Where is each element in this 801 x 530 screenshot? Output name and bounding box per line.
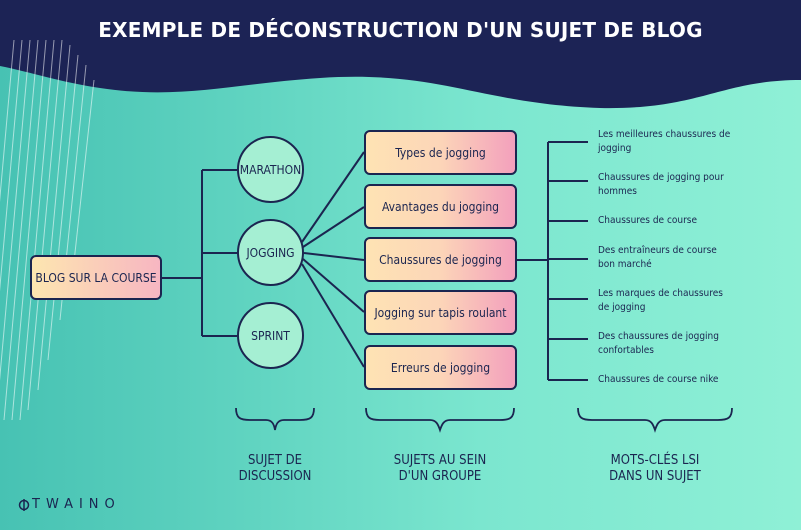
logo-text: TWAINO xyxy=(32,497,121,512)
keyword-item-5: Les marques de chaussures de jogging xyxy=(598,288,723,313)
topic-box-5: Erreurs de jogging xyxy=(364,345,517,390)
caption-keywords: MOTS-CLÉS LSI DANS UN SUJET xyxy=(585,453,725,485)
root-node: BLOG SUR LA COURSE xyxy=(30,255,162,300)
subject-node-sprint: SPRINT xyxy=(237,302,304,369)
twaino-logo: TWAINO xyxy=(18,497,121,512)
connector-topic-1 xyxy=(301,151,365,243)
connector-topic-4 xyxy=(302,258,365,313)
topic-box-2: Avantages du jogging xyxy=(364,184,517,229)
caption-topics: SUJETS AU SEIN D'UN GROUPE xyxy=(370,453,510,485)
header-wave xyxy=(0,0,801,109)
connector-topic-2 xyxy=(302,206,365,248)
caption-keywords-line-1: MOTS-CLÉS LSI xyxy=(610,453,700,468)
brace-keywords xyxy=(577,407,733,433)
topic-box-1: Types de jogging xyxy=(364,130,517,175)
logo-mark-icon xyxy=(18,498,30,511)
caption-topics-line-1: SUJETS AU SEIN xyxy=(393,453,487,468)
keyword-item-6: Des chaussures de jogging confortables xyxy=(598,331,719,356)
brace-subjects xyxy=(235,407,315,431)
keyword-item-7: Chaussures de course nike xyxy=(598,374,719,385)
topic-box-4: Jogging sur tapis roulant xyxy=(364,290,517,335)
brace-topics xyxy=(365,407,515,433)
caption-subject-line-1: SUJET DE xyxy=(247,453,303,468)
caption-subject: SUJET DE DISCUSSION xyxy=(225,453,325,485)
caption-topics-line-2: D'UN GROUPE xyxy=(398,469,482,484)
keyword-item-2: Chaussures de jogging pour hommes xyxy=(598,172,724,197)
keyword-item-1: Les meilleures chaussures de jogging xyxy=(598,129,731,154)
connector-topic-3 xyxy=(303,252,365,261)
connector-lines xyxy=(162,141,588,381)
subject-node-marathon: MARATHON xyxy=(237,136,304,203)
braces xyxy=(235,407,733,433)
keyword-item-4: Des entraîneurs de course bon marché xyxy=(598,245,717,270)
keyword-item-3: Chaussures de course xyxy=(598,215,698,226)
topic-box-3: Chaussures de jogging xyxy=(364,237,517,282)
subject-node-jogging: JOGGING xyxy=(237,219,304,286)
connector-topic-5 xyxy=(301,263,365,368)
hatch-pattern xyxy=(0,39,95,421)
caption-subject-line-2: DISCUSSION xyxy=(238,469,312,484)
caption-keywords-line-2: DANS UN SUJET xyxy=(609,469,701,484)
page-title: EXEMPLE DE DÉCONSTRUCTION D'UN SUJET DE … xyxy=(98,18,703,42)
